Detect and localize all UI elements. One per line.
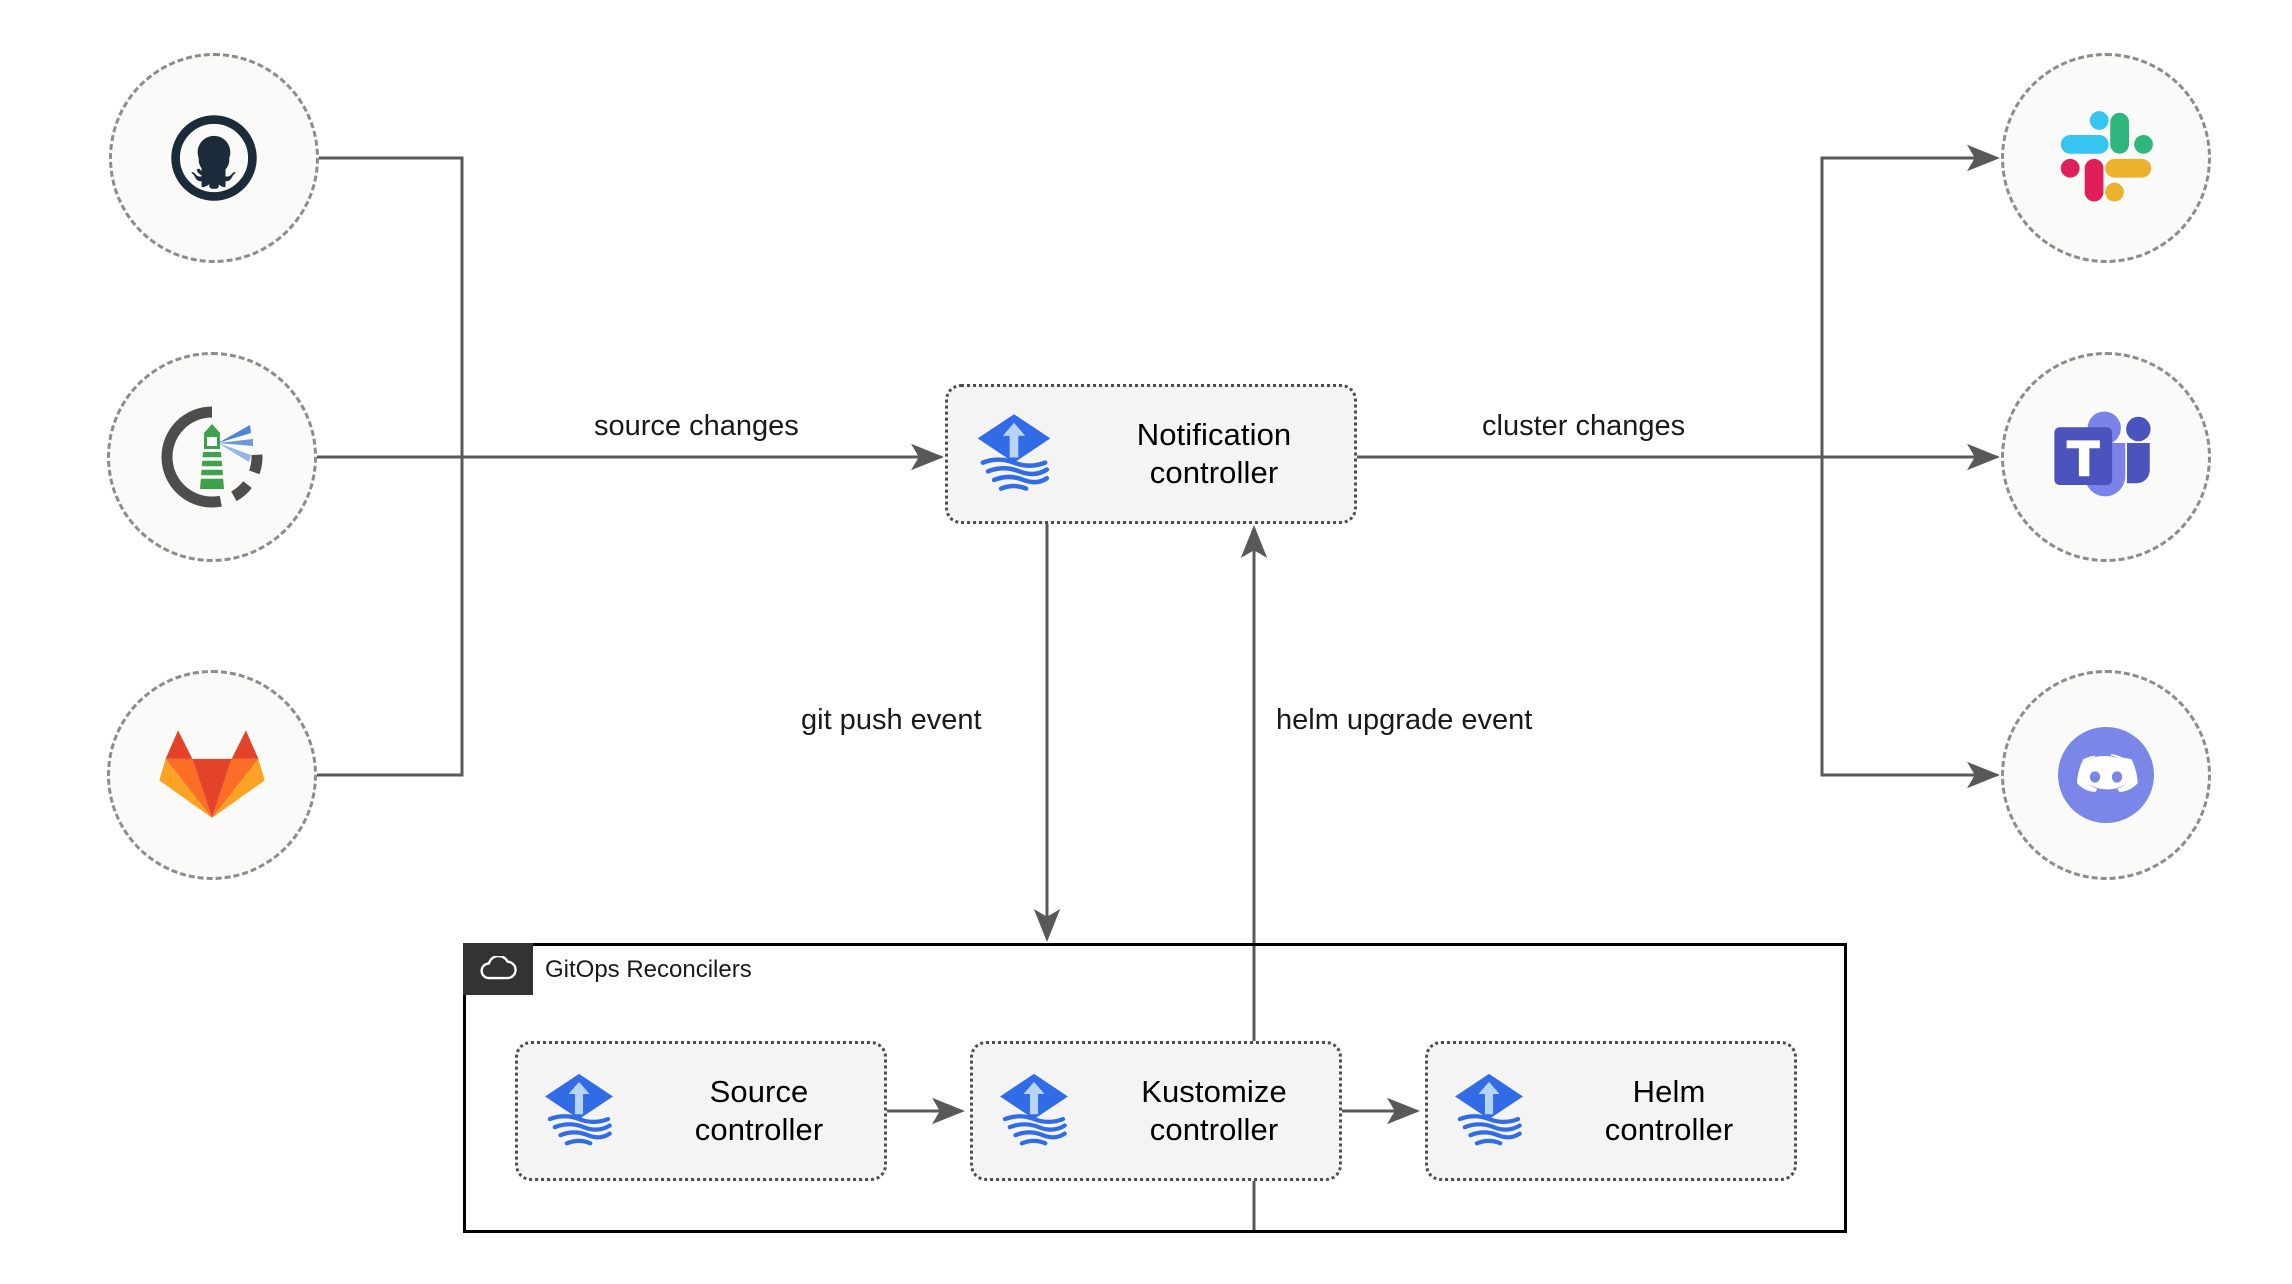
helm-controller-label-line2: controller (1604, 1112, 1734, 1147)
cloud-icon-tab (463, 943, 533, 995)
kustomize-controller-label-line2: controller (1149, 1112, 1279, 1147)
flux-icon (948, 409, 1080, 499)
teams-icon (2054, 411, 2151, 497)
cloud-icon (480, 956, 517, 980)
flux-icon (973, 1069, 1095, 1153)
gitops-reconcilers-group (463, 943, 1847, 1233)
edge-label-git-push-event: git push event (791, 702, 992, 739)
notification-controller-label-line2: controller (1149, 455, 1279, 490)
source-controller-label: Source controller (640, 1073, 884, 1149)
kustomize-controller-label: Kustomize controller (1095, 1073, 1339, 1149)
gitlab-icon (159, 730, 265, 818)
kustomize-controller-box[interactable]: Kustomize controller (970, 1041, 1342, 1181)
source-node-repository[interactable] (107, 352, 317, 562)
flux-icon (518, 1069, 640, 1153)
destination-node-teams[interactable] (2001, 352, 2211, 562)
source-controller-label-line1: Source (709, 1074, 809, 1110)
source-node-github[interactable] (109, 53, 319, 263)
edge-label-cluster-changes: cluster changes (1472, 408, 1696, 445)
edge-trunk-to-slack (1820, 144, 2000, 457)
helm-controller-box[interactable]: Helm controller (1425, 1041, 1797, 1181)
slack-icon (2060, 111, 2153, 202)
helm-controller-label-line1: Helm (1632, 1074, 1706, 1110)
destination-node-discord[interactable] (2001, 670, 2211, 880)
source-controller-label-line2: controller (694, 1112, 824, 1147)
notification-controller-box[interactable]: Notification controller (945, 384, 1357, 524)
discord-icon (2058, 727, 2154, 823)
edge-label-helm-upgrade-event: helm upgrade event (1266, 702, 1543, 739)
notification-controller-label-line1: Notification (1136, 417, 1292, 453)
notification-controller-label: Notification controller (1080, 416, 1354, 492)
github-icon (171, 115, 257, 201)
source-controller-box[interactable]: Source controller (515, 1041, 887, 1181)
edge-github-to-trunk (319, 156, 464, 457)
gitops-reconcilers-title: GitOps Reconcilers (545, 956, 752, 983)
source-node-gitlab[interactable] (107, 670, 317, 880)
destination-node-slack[interactable] (2001, 53, 2211, 263)
lighthouse-icon (161, 406, 263, 508)
edge-gitlab-to-trunk (317, 457, 464, 777)
helm-controller-label: Helm controller (1550, 1073, 1794, 1149)
flux-icon (1428, 1069, 1550, 1153)
edge-label-source-changes: source changes (584, 408, 809, 445)
kustomize-controller-label-line1: Kustomize (1141, 1074, 1287, 1110)
edge-trunk-to-discord (1820, 457, 2000, 789)
